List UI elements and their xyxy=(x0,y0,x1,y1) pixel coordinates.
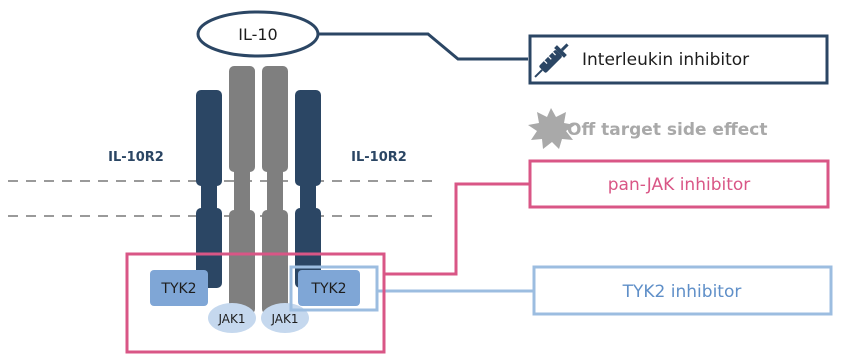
interleukin-inhibitor-box xyxy=(528,34,829,85)
interleukin-connector xyxy=(318,32,528,61)
tyk2-inhibitor-label: TYK2 inhibitor xyxy=(622,282,742,302)
il10r2-right-label: IL-10R2 xyxy=(351,150,407,165)
tyk2-left-label: TYK2 xyxy=(160,281,196,297)
tyk2-target-outline xyxy=(289,265,379,312)
jak1-right-label: JAK1 xyxy=(270,312,298,326)
tyk2-left-box xyxy=(150,270,208,306)
syringe-icon xyxy=(534,43,569,78)
tyk2-right-box xyxy=(298,270,360,306)
il10-label: IL-10 xyxy=(238,25,277,44)
pan-jak-target-outline xyxy=(125,252,386,354)
il10r2-chain-left xyxy=(196,90,222,288)
pan-jak-inhibitor-box xyxy=(528,159,830,209)
il10r1-chain-right xyxy=(262,66,288,314)
tyk2-right-label: TYK2 xyxy=(310,281,346,297)
jak1-left xyxy=(208,303,256,333)
off-target-label: Off target side effect xyxy=(567,120,767,140)
pan-jak-connector xyxy=(384,182,530,276)
il10r1-chain-left xyxy=(229,66,255,314)
jak1-left-label: JAK1 xyxy=(217,312,245,326)
interleukin-inhibitor-label: Interleukin inhibitor xyxy=(582,50,749,70)
pan-jak-inhibitor-label: pan-JAK inhibitor xyxy=(608,175,751,195)
starburst-icon xyxy=(528,108,575,149)
tyk2-inhibitor-box xyxy=(532,265,833,316)
il10r2-chain-right xyxy=(295,90,321,288)
il10r2-left-label: IL-10R2 xyxy=(108,150,164,165)
